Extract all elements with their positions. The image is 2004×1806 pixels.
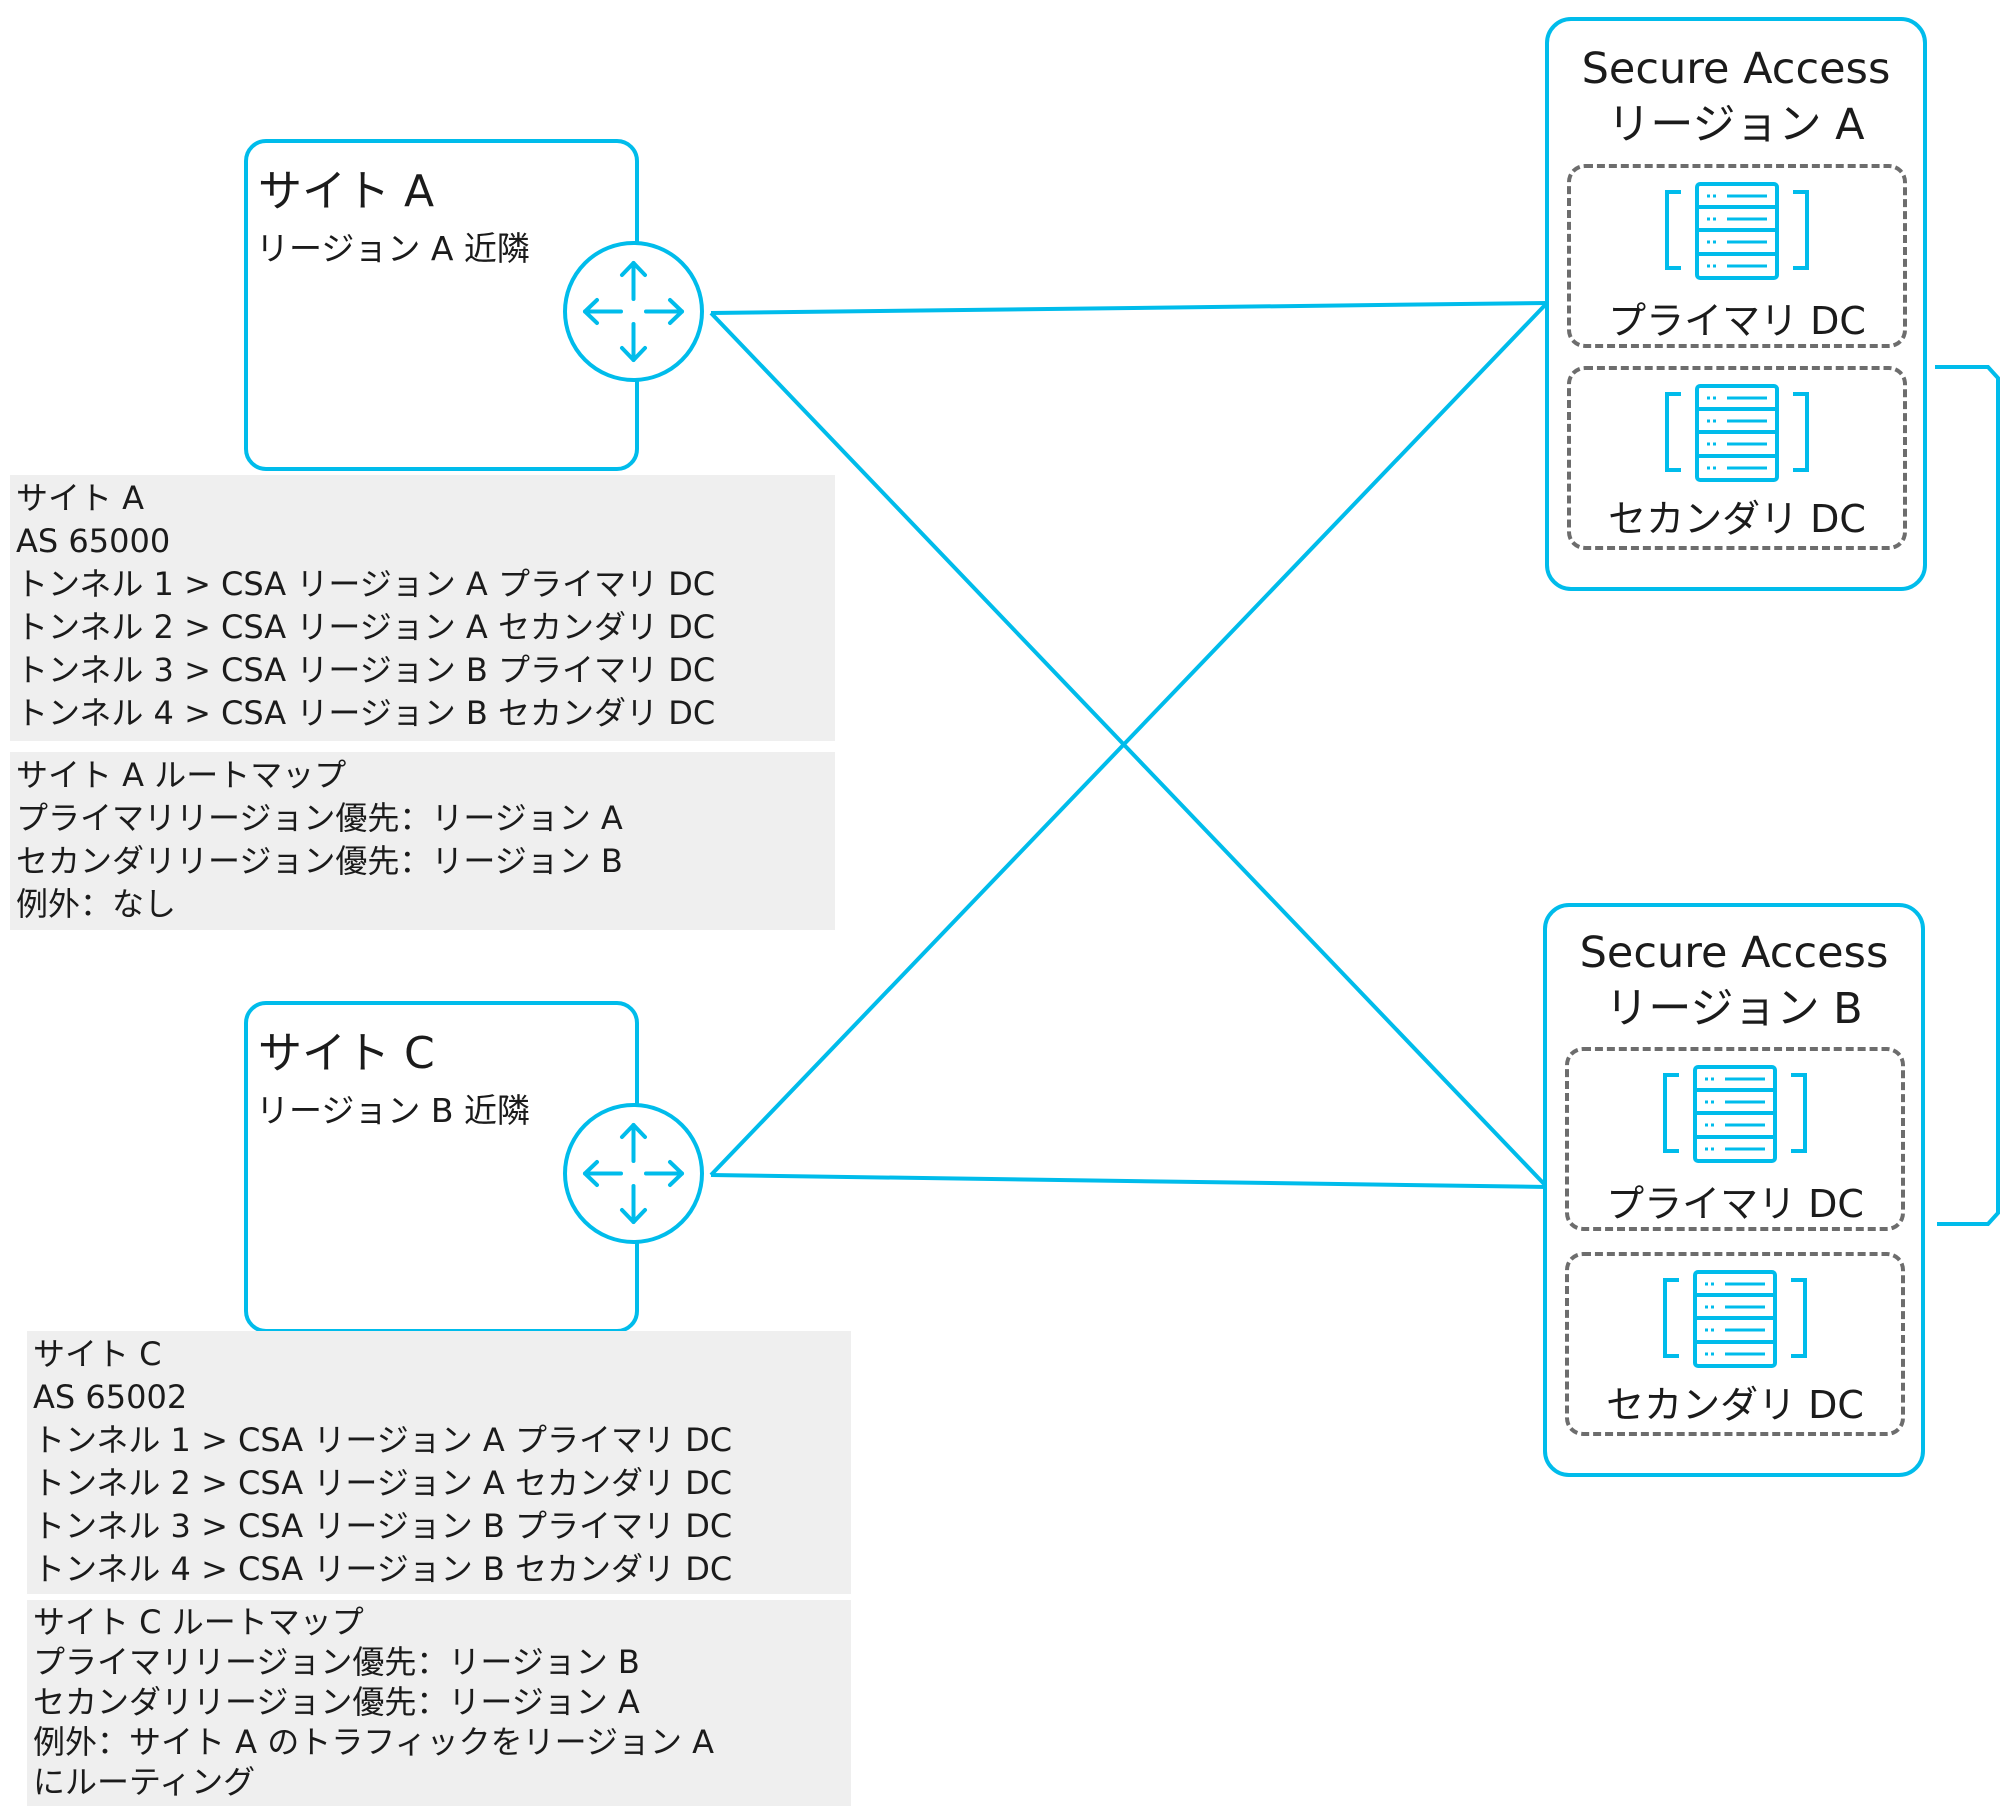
site-a-info-panel: サイト A AS 65000 トンネル 1 > CSA リージョン A プライマ… xyxy=(10,475,835,741)
region-a-title: Secure Access xyxy=(1581,44,1891,94)
site-a-info-line: サイト A xyxy=(16,479,145,517)
region-a-box: Secure Access リージョン A プライマリ DC セカンダリ DC xyxy=(1545,17,1927,591)
site-c-route-map-line: にルーティング xyxy=(33,1763,256,1801)
site-c-route-map-line: プライマリリージョン優先：リージョン B xyxy=(33,1643,640,1681)
region-a-secondary-label: セカンダリ DC xyxy=(1608,497,1866,541)
region-a-primary-label: プライマリ DC xyxy=(1608,299,1866,343)
site-a-info-line: AS 65000 xyxy=(16,522,171,560)
site-a-route-map-line: プライマリリージョン優先：リージョン A xyxy=(16,799,623,837)
site-a-info-line: トンネル 2 > CSA リージョン A セカンダリ DC xyxy=(16,608,716,646)
region-b-primary-label: プライマリ DC xyxy=(1606,1182,1864,1226)
region-b-secondary-dc: セカンダリ DC xyxy=(1565,1252,1905,1436)
site-a-info-line: トンネル 3 > CSA リージョン B プライマリ DC xyxy=(16,651,716,689)
site-a-route-map-line: サイト A ルートマップ xyxy=(16,756,347,794)
site-c-info-line: トンネル 3 > CSA リージョン B プライマリ DC xyxy=(33,1507,733,1545)
site-a-info-line: トンネル 1 > CSA リージョン A プライマリ DC xyxy=(16,565,716,603)
site-c-route-map-panel: サイト C ルートマップ プライマリリージョン優先：リージョン B セカンダリリ… xyxy=(27,1600,851,1806)
tunnel-line-site-a-region-b xyxy=(709,311,1549,1189)
site-c-info-line: AS 65002 xyxy=(33,1378,188,1416)
tunnel-line-site-c-region-b xyxy=(710,1173,1548,1189)
tunnel-line-site-a-region-a xyxy=(710,301,1548,315)
site-c-route-map-line: サイト C ルートマップ xyxy=(33,1603,364,1641)
server-rack-icon xyxy=(1663,1270,1807,1368)
region-b-secondary-label: セカンダリ DC xyxy=(1606,1383,1864,1427)
region-a-subtitle: リージョン A xyxy=(1607,100,1865,150)
site-c-router-icon xyxy=(563,1103,704,1244)
region-b-subtitle: リージョン B xyxy=(1605,984,1863,1034)
tunnel-line-site-c-region-a xyxy=(709,301,1549,1177)
site-a-route-map-line: 例外：なし xyxy=(16,885,177,923)
server-rack-icon xyxy=(1663,1065,1807,1163)
site-c-subtitle: リージョン B 近隣 xyxy=(256,1091,530,1130)
region-a-secondary-dc: セカンダリ DC xyxy=(1567,366,1907,550)
region-b-primary-dc: プライマリ DC xyxy=(1565,1047,1905,1231)
site-c-info-line: トンネル 4 > CSA リージョン B セカンダリ DC xyxy=(33,1550,733,1588)
site-c-title: サイト C xyxy=(258,1028,435,1079)
region-b-title: Secure Access xyxy=(1579,928,1889,978)
server-rack-icon xyxy=(1665,384,1809,482)
site-c-info-panel: サイト C AS 65002 トンネル 1 > CSA リージョン A プライマ… xyxy=(27,1331,851,1594)
site-c-info-line: サイト C xyxy=(33,1335,162,1373)
site-a-info-line: トンネル 4 > CSA リージョン B セカンダリ DC xyxy=(16,694,716,732)
region-b-box: Secure Access リージョン B プライマリ DC セカンダリ DC xyxy=(1543,903,1925,1477)
site-c-info-line: トンネル 2 > CSA リージョン A セカンダリ DC xyxy=(33,1464,733,1502)
site-c-route-map-line: 例外：サイト A のトラフィックをリージョン A xyxy=(33,1723,715,1761)
site-a-subtitle: リージョン A 近隣 xyxy=(256,229,530,268)
site-a-route-map-line: セカンダリリージョン優先：リージョン B xyxy=(16,842,623,880)
region-interconnect-bracket xyxy=(1935,365,2000,1226)
site-a-title: サイト A xyxy=(258,166,435,217)
site-a-route-map-panel: サイト A ルートマップ プライマリリージョン優先：リージョン A セカンダリリ… xyxy=(10,752,835,930)
site-c-info-line: トンネル 1 > CSA リージョン A プライマリ DC xyxy=(33,1421,733,1459)
server-rack-icon xyxy=(1665,182,1809,280)
site-a-router-icon xyxy=(563,241,704,382)
site-c-route-map-line: セカンダリリージョン優先：リージョン A xyxy=(33,1683,640,1721)
region-a-primary-dc: プライマリ DC xyxy=(1567,164,1907,348)
